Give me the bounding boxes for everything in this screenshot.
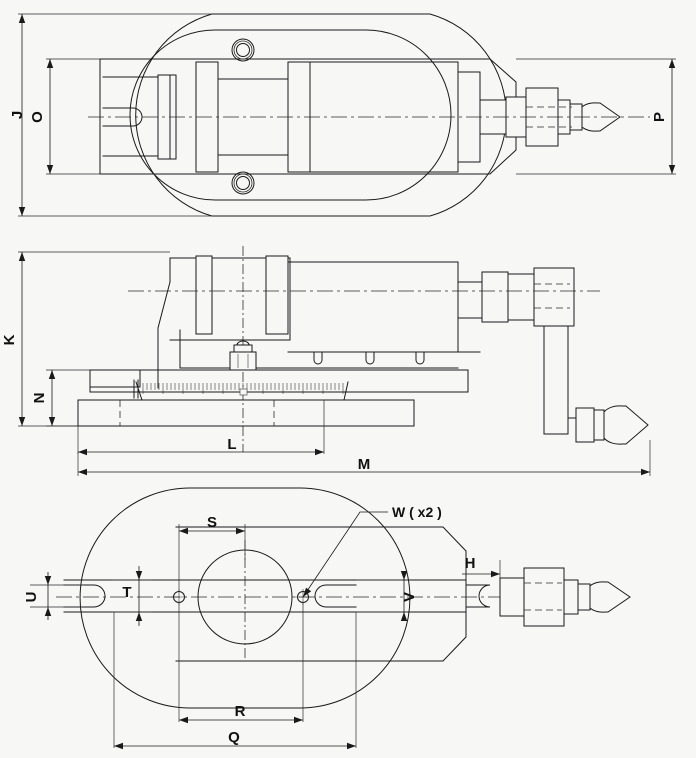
arrow-T-bottom [135,612,143,621]
clamp-nut [229,340,257,371]
arrow-N-top [48,370,56,379]
dimension-label-M: M [358,456,371,473]
crank-arm [543,325,569,435]
front-foot-c [313,351,323,365]
dimension-R: R [178,602,304,724]
front-jaw-taper [157,281,171,389]
dimension-U: U [23,572,84,620]
front-screw-stem-c [507,273,535,321]
dimension-L: L [77,400,325,456]
dimension-O: O [29,58,100,175]
arrow-K-bottom [18,417,26,426]
front-screw-collar [533,267,575,327]
base-oval-outline [79,487,411,709]
dimension-W: W ( x2 ) [302,504,442,598]
dimension-M: M [77,440,651,476]
arrow-V-bottom [400,612,408,621]
arrow-J-top [18,14,26,23]
dimension-P: P [516,58,676,175]
dimension-label-Q: Q [228,729,240,746]
swivel-base-outline [135,13,507,217]
arrow-S-right [236,527,245,535]
arrow-M-right [641,468,650,476]
leader-W [302,511,388,598]
arrow-R-right [294,716,303,724]
key-slot-left [63,584,106,608]
dimension-label-P: P [651,112,668,122]
dimension-label-S: S [207,514,217,531]
dimension-H: H [462,555,501,580]
bottom-screw-collar [523,567,565,627]
arrow-Q-left [114,742,123,750]
top-view: J O P [9,13,676,217]
arrow-V-top [400,571,408,580]
front-foot-a [365,351,375,365]
front-screw-stem-b [481,271,509,323]
front-fixed-jaw [169,257,291,341]
dimension-label-T: T [122,584,131,601]
dimension-V: V [356,571,418,621]
dimension-label-N: N [31,393,48,404]
arrow-M-left [78,468,87,476]
crank-grip-neck [593,409,605,441]
arrow-Q-right [347,742,356,750]
key-slot-far-right [465,584,491,608]
front-rib-left [195,255,213,335]
swivel-lock-boss [89,369,141,388]
dimension-label-L: L [227,436,236,453]
dimension-N: N [31,369,90,427]
arrow-J-bottom [18,207,26,216]
dimension-label-H: H [465,555,476,572]
bolt-head-bottom [231,171,255,195]
bolt-head-top [231,38,255,62]
dimension-label-V: V [401,592,418,602]
dimension-label-J: J [9,111,26,119]
front-view: K N L M [1,246,651,476]
bottom-body-plate [175,526,467,662]
dimension-S: S [178,514,246,592]
arrow-U-bottom [44,607,52,616]
arrow-H-right [491,570,500,578]
dimension-label-K: K [1,334,18,345]
bottom-handle-knob [589,581,631,613]
arrow-P-bottom [668,165,676,174]
arrow-P-top [668,59,676,68]
arrow-L-left [78,448,87,456]
dimension-label-O: O [29,111,46,123]
crank-grip-base [575,407,595,443]
base-plate [77,399,415,427]
arrow-S-left [179,527,188,535]
degree-scale-ticks [142,383,344,396]
arrow-O-top [46,59,54,68]
turntable-outline [129,29,452,201]
dimension-J: J [9,13,212,217]
arrow-O-bottom [46,165,54,174]
dimension-label-W: W ( x2 ) [392,504,442,520]
bottom-screw-shoulder [563,579,579,615]
arrow-K-top [18,252,26,261]
bottom-screw-neck [577,583,591,611]
arrow-R-left [179,716,188,724]
degree-scale-index [239,388,248,396]
arrow-U-top [44,576,52,585]
key-slot-right [314,584,357,608]
arrow-N-bottom [48,417,56,426]
arrow-W [303,587,312,597]
dimension-Q: Q [113,612,357,750]
front-foot-b [415,351,425,365]
front-screw-stem-a [457,281,483,319]
dimension-label-U: U [23,592,40,603]
arrow-L-right [315,448,324,456]
crank-handle-knob [603,405,649,445]
dimension-T: T [112,566,152,626]
arrow-T-top [135,571,143,580]
bottom-view: S W ( x2 ) U T [23,487,631,750]
dimension-label-R: R [235,703,246,720]
bottom-screw-stem [499,577,525,617]
front-slide-base [179,329,459,369]
front-rib-right [265,255,289,335]
